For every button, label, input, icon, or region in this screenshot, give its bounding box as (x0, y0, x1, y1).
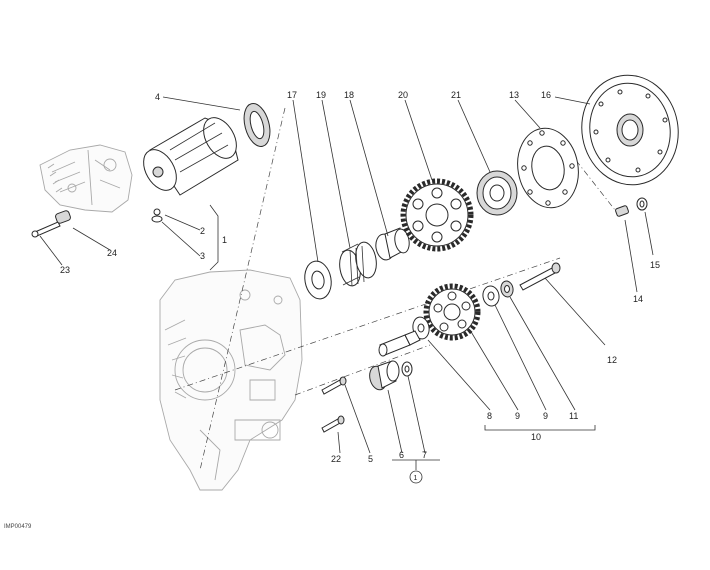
callout-21: 21 (451, 90, 461, 100)
gear-6 (369, 360, 400, 391)
freewheel-21 (476, 170, 518, 216)
o-ring-4 (243, 103, 271, 147)
callout-17: 17 (287, 90, 297, 100)
callout-19: 19 (316, 90, 326, 100)
washer-17 (304, 260, 332, 300)
callout-3: 3 (200, 251, 205, 261)
callout-14: 14 (633, 294, 643, 304)
callout-6: 6 (399, 450, 404, 460)
flywheel-16 (581, 74, 679, 186)
crankcase-ghost (159, 269, 303, 491)
reference-circle-marker (409, 470, 423, 484)
spacer-18 (375, 227, 410, 261)
assembly-axis-1 (199, 107, 286, 471)
callout-18: 18 (344, 90, 354, 100)
bolt-22b (321, 415, 345, 433)
circled-reference-number: 1 (414, 475, 418, 482)
bush-24 (55, 210, 71, 224)
callout-labels: 4 17 19 18 20 21 13 16 2 1 3 24 23 15 14… (60, 90, 660, 482)
callout-24: 24 (107, 248, 117, 258)
bolt-12 (519, 262, 561, 291)
callout-7: 7 (422, 450, 427, 460)
diagram-code: IMP00479 (4, 524, 32, 530)
washer-8 (412, 316, 430, 340)
reduction-gear-9 (423, 283, 481, 341)
assembly-axis-3 (294, 344, 431, 396)
bolt-23 (31, 221, 61, 238)
shaft-5 (378, 330, 421, 357)
callout-2: 2 (200, 226, 205, 236)
assembly-axis-2 (174, 257, 561, 391)
callout-13: 13 (509, 90, 519, 100)
callout-8: 8 (487, 411, 492, 421)
callout-4: 4 (155, 92, 160, 102)
washer-15 (636, 197, 648, 211)
callout-9-left: 9 (515, 411, 520, 421)
callout-16: 16 (541, 90, 551, 100)
bolt-22a (321, 376, 347, 395)
callout-5: 5 (368, 454, 373, 464)
callout-12: 12 (607, 355, 617, 365)
callout-11: 11 (569, 411, 578, 421)
callout-9-right: 9 (543, 411, 548, 421)
callout-1: 1 (222, 235, 227, 245)
callout-15: 15 (650, 260, 660, 270)
washer-11 (500, 280, 514, 298)
needle-bearing-19 (339, 241, 377, 287)
flange-13 (517, 127, 579, 209)
engine-head-ghost (39, 144, 133, 213)
screw-14 (615, 205, 629, 217)
leader-lines (39, 96, 654, 470)
washer-7 (401, 361, 413, 377)
callout-22: 22 (331, 454, 341, 464)
callout-20: 20 (398, 90, 408, 100)
screw-2-3 (151, 208, 163, 223)
starter-motor (143, 117, 239, 196)
idler-gear-20 (400, 178, 474, 252)
washer-9b (482, 285, 500, 307)
callout-23: 23 (60, 265, 70, 275)
callout-10: 10 (531, 432, 541, 442)
